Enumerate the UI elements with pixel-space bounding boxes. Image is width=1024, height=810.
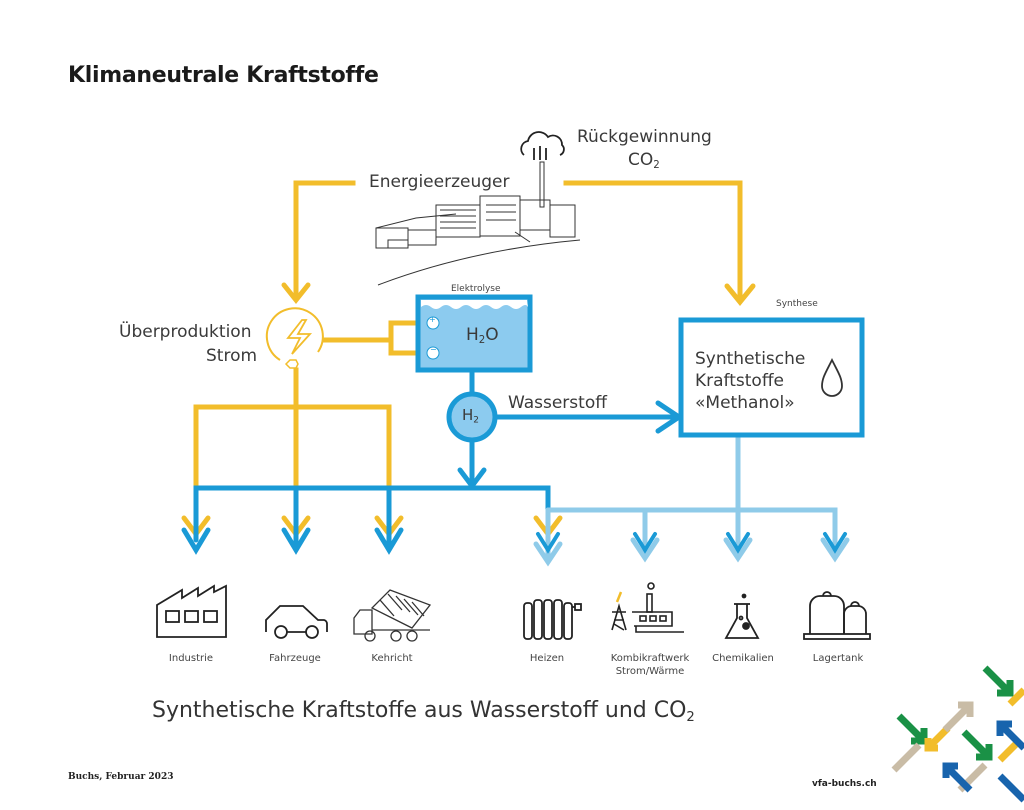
hydrogen-h: H — [462, 406, 474, 424]
blue-flow-lines — [181, 368, 693, 555]
power-plant-icon — [611, 582, 684, 633]
synthesis-label: Synthese — [776, 299, 818, 309]
consumer-label-heizen: Heizen — [529, 653, 565, 664]
electrode-connector — [388, 320, 416, 356]
consumer-label-lagertank: Lagertank — [812, 653, 864, 664]
kombikraftwerk-line-1: Kombikraftwerk — [610, 653, 690, 664]
diagram-caption: Synthetische Kraftstoffe aus Wasserstoff… — [152, 698, 695, 725]
hydrogen-sub: 2 — [473, 415, 480, 426]
line-co2-to-synthesis — [563, 180, 743, 303]
minus-electrode: − — [430, 345, 437, 354]
electrolysis-label: Elektrolyse — [451, 284, 501, 294]
factory-icon — [156, 584, 227, 638]
power-label: Strom — [206, 346, 258, 366]
kombikraftwerk-line-2: Strom/Wärme — [615, 666, 685, 677]
synthetic-fuel-label: Synthetische Kraftstoffe «Methanol» — [695, 348, 805, 414]
synthetic-line-2: Kraftstoffe — [695, 371, 785, 391]
consumer-label-industrie: Industrie — [168, 653, 214, 664]
synthetic-line-3: «Methanol» — [695, 393, 795, 413]
water-sub: 2 — [478, 335, 486, 347]
co2-sub: 2 — [653, 160, 660, 172]
light-blue-flow-lines — [533, 433, 850, 567]
hydrogen-label: Wasserstoff — [508, 393, 607, 413]
electrolysis-tank — [415, 294, 533, 373]
dump-truck-icon — [353, 589, 432, 642]
consumer-label-fahrzeuge: Fahrzeuge — [269, 653, 321, 664]
page-title: Klimaneutrale Kraftstoffe — [68, 63, 379, 88]
arrow-energy-to-power — [281, 282, 311, 305]
footer-date: Buchs, Februar 2023 — [68, 772, 174, 782]
power-plant-sketch-icon — [375, 161, 581, 286]
caption-main: Synthetische Kraftstoffe aus Wasserstoff… — [152, 698, 687, 723]
consumer-label-kombikraftwerk: Kombikraftwerk Strom/Wärme — [595, 652, 705, 678]
synthesis-box — [678, 317, 865, 438]
hydrogen-node-label: H2 — [462, 406, 479, 426]
arrow-co2-to-synthesis — [724, 283, 756, 306]
water-h: H — [466, 325, 479, 345]
vfa-logo-icon — [891, 665, 1024, 803]
cloud-icon — [520, 131, 565, 160]
line-power-distributor — [193, 404, 392, 531]
droplet-icon — [821, 357, 843, 397]
synthetic-line-1: Synthetische — [695, 349, 806, 369]
water-label: H2O — [466, 325, 499, 346]
hydrogen-node — [446, 391, 498, 443]
overproduction-label: Überproduktion — [119, 322, 252, 342]
consumer-label-kehricht: Kehricht — [371, 653, 413, 664]
footer-website[interactable]: vfa-buchs.ch — [812, 779, 877, 789]
energy-producer-label: Energieerzeuger — [369, 172, 510, 192]
lightning-icon — [265, 307, 324, 369]
flask-icon — [724, 593, 760, 639]
co2-main: CO — [628, 150, 654, 170]
plus-electrode: + — [429, 315, 436, 324]
water-o: O — [485, 325, 499, 345]
radiator-icon — [523, 599, 582, 640]
storage-tank-icon — [803, 591, 871, 640]
line-energy-to-power — [293, 180, 356, 301]
car-icon — [265, 605, 328, 639]
line-hydrogen-distributor — [193, 485, 551, 543]
consumer-label-chemikalien: Chemikalien — [712, 653, 774, 664]
co2-recovery-label: Rückgewinnung — [577, 127, 712, 147]
co2-label: CO2 — [628, 150, 660, 171]
caption-sub: 2 — [686, 709, 695, 725]
